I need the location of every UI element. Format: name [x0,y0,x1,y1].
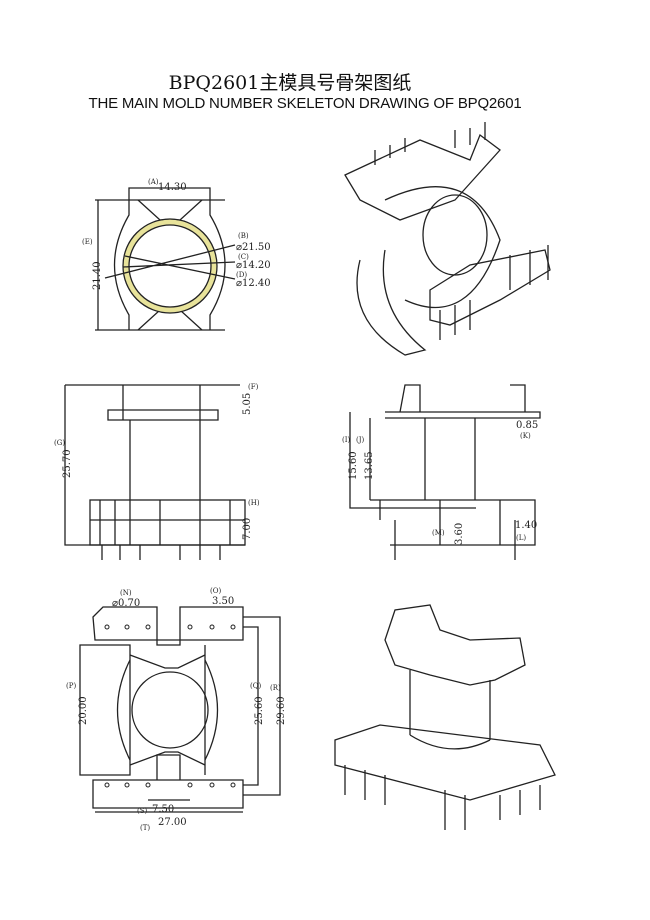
dim-r-value: 29.60 [276,696,287,725]
dim-q-tag: (Q) [250,682,261,690]
dim-o-tag: (O) [210,587,221,595]
dim-t-tag: (T) [140,824,150,832]
dim-a-value: 14.30 [158,182,187,193]
dim-h-value: 7.00 [242,518,253,540]
dim-e-tag: (E) [82,238,93,246]
drawing-subtitle: THE MAIN MOLD NUMBER SKELETON DRAWING OF… [88,95,522,112]
dim-p-value: 20.00 [78,696,89,725]
drawing-title: BPQ2601主模具号骨架图纸 [168,72,412,94]
dim-h-tag: (H) [248,499,260,507]
dim-b-tag: (B) [238,232,249,240]
dim-e-value: 21.40 [92,261,103,290]
dim-n-value: ⌀0.70 [112,598,140,609]
dim-m-tag: (M) [432,529,445,537]
dim-p-tag: (P) [66,682,76,690]
dim-d-value: ⌀12.40 [236,278,271,289]
dim-t-value: 27.00 [158,817,187,828]
dim-g-value: 25.70 [62,449,73,478]
bottom-view: (N) ⌀0.70 (O) 3.50 (P) 20.00 (Q) 25.60 (… [66,587,287,832]
dim-j-value: 13.65 [364,451,375,480]
front-view: (F) 5.05 (G) 25.70 (H) 7.00 [54,383,260,560]
dim-f-value: 5.05 [242,393,253,415]
dim-d-tag: (D) [236,271,247,279]
dim-c-value: ⌀14.20 [236,260,271,271]
dim-q-value: 25.60 [254,696,265,725]
dim-j-tag: (J) [356,436,365,444]
dim-r-tag: (R) [270,684,281,692]
dim-o-value: 3.50 [212,596,234,607]
dim-i-tag: (I) [342,436,350,444]
dim-c-tag: (C) [238,253,249,261]
dim-s-value: 7.50 [152,804,174,815]
isometric-view-top [344,122,551,356]
dim-f-tag: (F) [248,383,259,391]
dim-n-tag: (N) [120,589,132,597]
dim-g-tag: (G) [54,439,65,447]
top-view: (A) 14.30 (E) 21.40 (B) ⌀21.50 (C) ⌀14.2… [82,178,271,331]
dim-i-value: 15.60 [348,451,359,480]
dim-k-tag: (K) [520,432,531,440]
side-view: (I) 15.60 (J) 13.65 0.85 (K) (M) 3.60 1.… [342,384,541,560]
dim-b-value: ⌀21.50 [236,242,271,253]
dim-s-tag: (S) [137,807,148,815]
dim-m-value: 3.60 [454,523,465,545]
dim-k-value: 0.85 [516,420,538,431]
dim-l-tag: (L) [516,534,526,542]
dim-a-tag: (A) [148,178,159,186]
dim-l-value: 1.40 [515,520,537,531]
isometric-view-bottom [334,604,556,830]
